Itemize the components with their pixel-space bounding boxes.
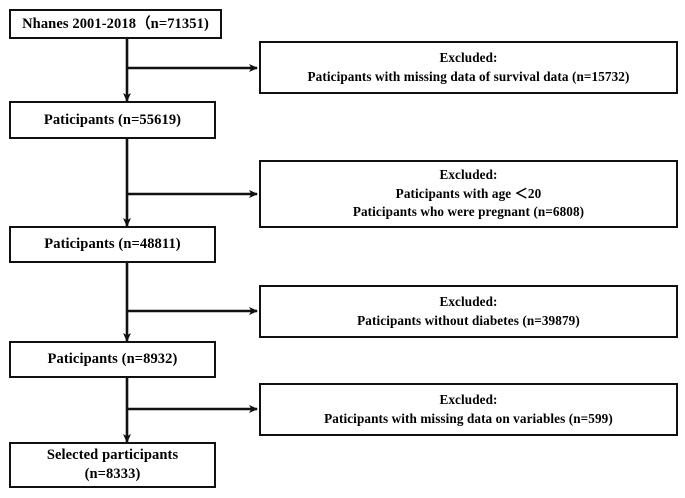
- exclusion-1-heading: Excluded:: [439, 49, 498, 65]
- exclusion-3-heading: Excluded:: [439, 293, 498, 309]
- exclusion-3-line-1: Paticipants without diabetes (n=39879): [357, 312, 580, 328]
- node-final-line-1: Selected participants: [46, 447, 179, 464]
- node-step2-line-1: Paticipants (n=48811): [44, 236, 181, 253]
- node-step3-line-1: Paticipants (n=8932): [47, 351, 178, 368]
- exclusion-2-line-1: Paticipants with age ＜20: [395, 185, 542, 201]
- exclusion-1-line-1: Paticipants with missing data of surviva…: [307, 68, 630, 84]
- node-exclusion-4: Excluded: Paticipants with missing data …: [259, 383, 678, 436]
- exclusion-2-line-2: Paticipants who were pregnant (n=6808): [352, 204, 585, 220]
- node-step1: Paticipants (n=55619): [9, 101, 216, 139]
- node-source-line-1: Nhanes 2001-2018（n=71351): [22, 15, 209, 32]
- exclusion-2-heading: Excluded:: [439, 166, 498, 182]
- node-exclusion-3: Excluded: Paticipants without diabetes (…: [259, 285, 678, 338]
- node-source: Nhanes 2001-2018（n=71351): [9, 9, 222, 39]
- node-step2: Paticipants (n=48811): [9, 226, 216, 263]
- exclusion-4-line-1: Paticipants with missing data on variabl…: [324, 410, 613, 426]
- node-final-line-2: (n=8333): [84, 466, 141, 482]
- node-step3: Paticipants (n=8932): [9, 341, 216, 378]
- node-exclusion-1: Excluded: Paticipants with missing data …: [259, 41, 678, 94]
- node-step1-line-1: Paticipants (n=55619): [43, 111, 182, 128]
- node-final: Selected participants (n=8333): [9, 442, 216, 488]
- node-exclusion-2: Excluded: Paticipants with age ＜20 Patic…: [259, 160, 678, 228]
- exclusion-4-heading: Excluded:: [439, 391, 498, 407]
